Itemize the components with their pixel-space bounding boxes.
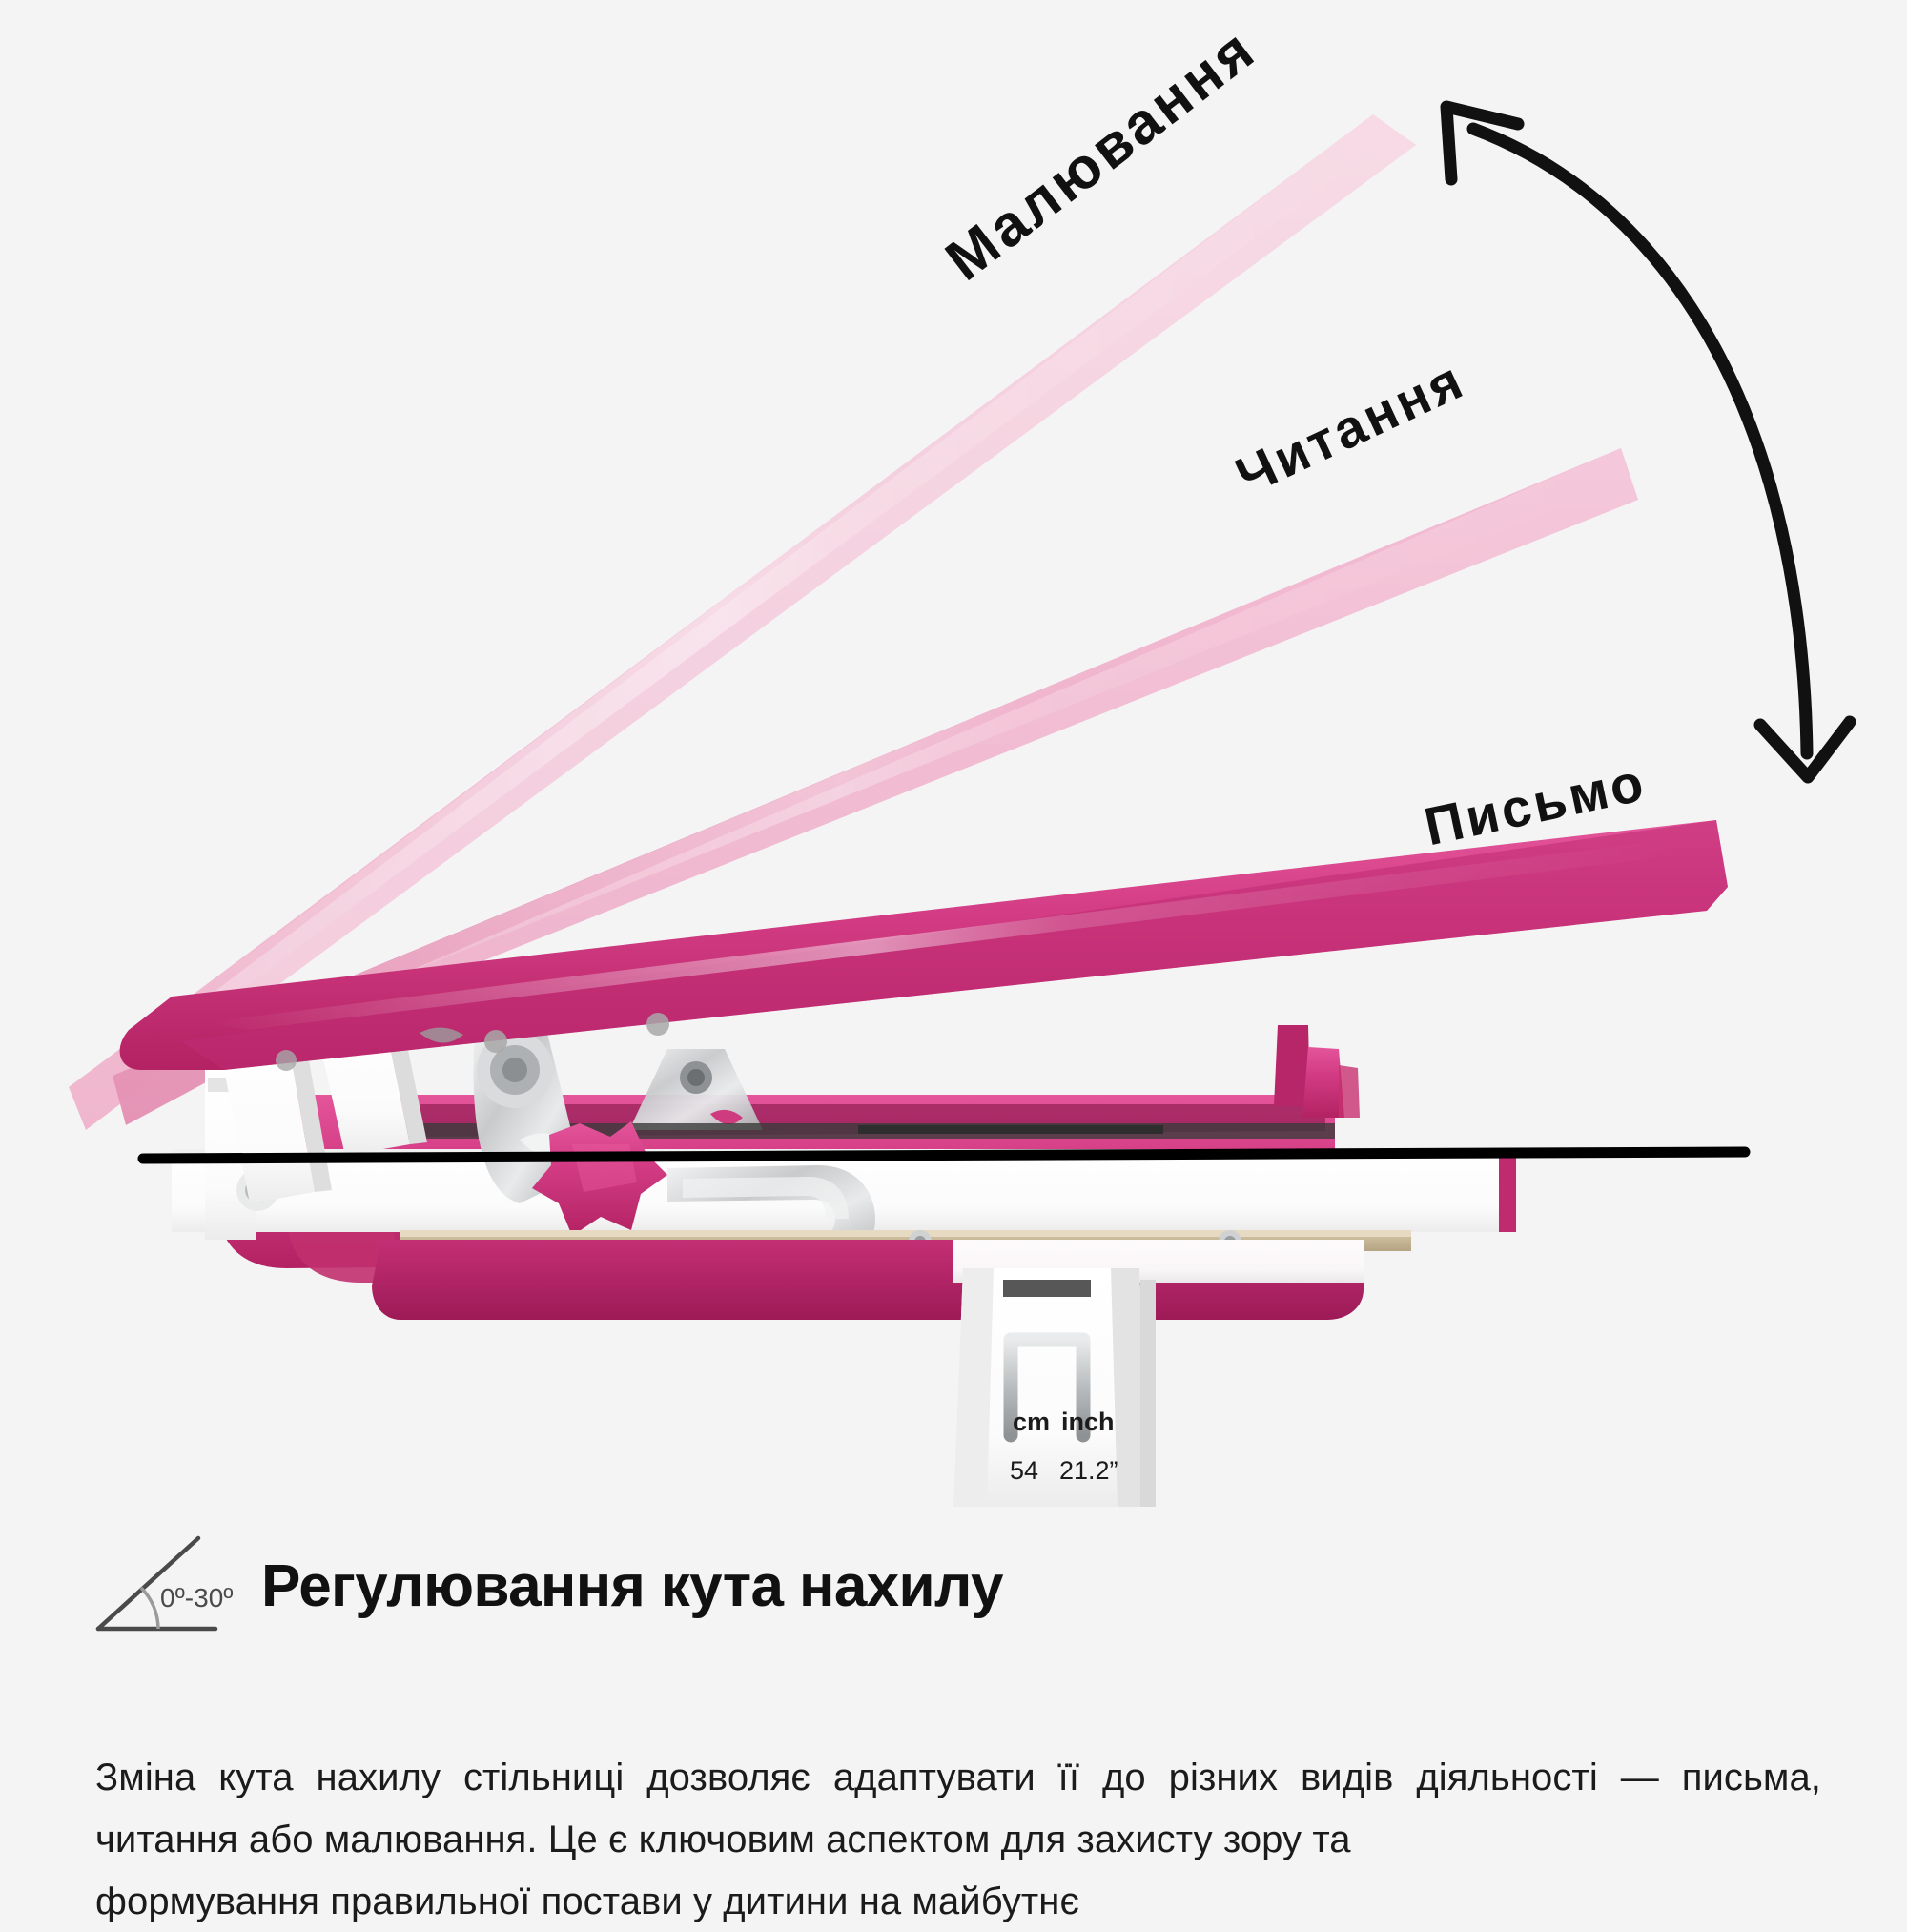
handle-slot: [1003, 1280, 1091, 1297]
ruler-value-cm: 54: [1010, 1456, 1038, 1485]
product-illustration: cm inch 54 21.2” Малювання Читання Письм…: [69, 15, 1856, 1507]
rail-teeth: [858, 1125, 1163, 1134]
feature-title: Регулювання кута нахилу: [261, 1553, 1003, 1619]
ruler-unit-inch: inch: [1061, 1408, 1115, 1436]
feature-description: Зміна кута нахилу стільниці дозволяє ада…: [95, 1747, 1821, 1932]
desk-stop-tab: [1274, 1025, 1360, 1118]
tilt-angle-icon: 0º-30º: [95, 1535, 234, 1632]
desk-side-view-svg: cm inch 54 21.2”: [69, 100, 1856, 1507]
feature-heading-row: 0º-30º Регулювання кута нахилу: [93, 1531, 1003, 1643]
ruler-unit-cm: cm: [1013, 1408, 1050, 1436]
panel-reading: [113, 448, 1638, 1125]
center-column: [954, 1268, 1149, 1507]
feature-description-line-3: формування правильної постави у дитини н…: [95, 1880, 1079, 1922]
feature-description-line-2: письма, читання або малювання. Це є ключ…: [95, 1757, 1821, 1860]
ruler-value-inch: 21.2”: [1059, 1456, 1118, 1485]
hinge-bracket-rear: [629, 1049, 763, 1130]
feature-description-block: 0º-30º Регулювання кута нахилу Зміна кут…: [0, 1507, 1907, 1922]
horizontal-reference-line: [137, 1146, 1751, 1164]
ruler-labels: cm inch 54 21.2”: [1010, 1408, 1118, 1485]
column-edge: [1140, 1280, 1156, 1507]
panel-writing: [119, 820, 1729, 1071]
panel-drawing: [69, 114, 1416, 1130]
angle-range-text: 0º-30º: [160, 1583, 234, 1613]
tilt-range-arrow: [1440, 100, 1856, 784]
feature-description-line-1: Зміна кута нахилу стільниці дозволяє ада…: [95, 1757, 1659, 1798]
